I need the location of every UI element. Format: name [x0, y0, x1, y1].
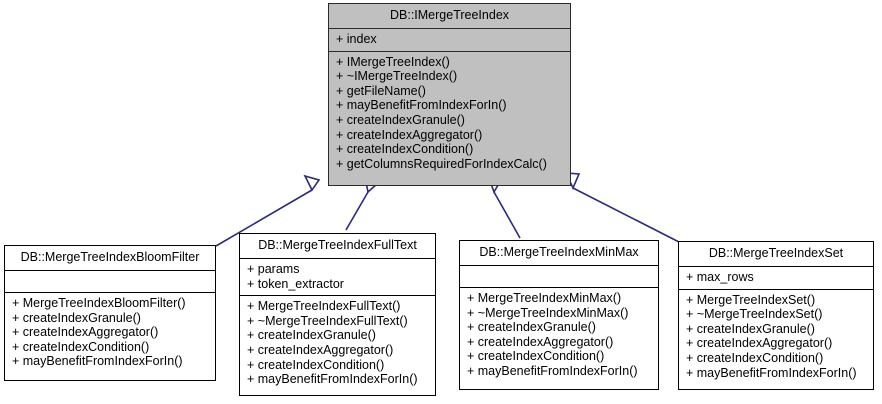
- operation-row: + createIndexCondition(): [336, 142, 474, 157]
- operation-row: + mayBenefitFromIndexForIn(): [12, 354, 183, 369]
- operation-row: + mayBenefitFromIndexForIn(): [686, 365, 857, 380]
- operation-row: + MergeTreeIndexMinMax(): [467, 291, 622, 305]
- class-operations-compartment: + IMergeTreeIndex() + ~IMergeTreeIndex()…: [329, 52, 570, 176]
- operation-row: + MergeTreeIndexBloomFilter(): [12, 296, 186, 310]
- operation-row: + createIndexAggregator(): [12, 325, 159, 340]
- operation-row: + IMergeTreeIndex(): [336, 54, 450, 69]
- class-box-mergetreeindexfulltext[interactable]: DB::MergeTreeIndexFullText + params + to…: [239, 233, 436, 396]
- edge-set-to-base: [572, 187, 680, 243]
- class-name-compartment: DB::MergeTreeIndexSet: [679, 242, 873, 267]
- operation-row: + ~IMergeTreeIndex(): [336, 69, 458, 84]
- operation-row: + createIndexAggregator(): [467, 334, 614, 349]
- operation-row: + createIndexCondition(): [686, 350, 824, 365]
- class-box-imergetreeindex[interactable]: DB::IMergeTreeIndex + index + IMergeTree…: [328, 3, 571, 186]
- edge-minmax-to-base: [493, 191, 521, 239]
- class-box-mergetreeindexbloomfilter[interactable]: DB::MergeTreeIndexBloomFilter + MergeTre…: [4, 245, 216, 381]
- class-operations-compartment: + MergeTreeIndexMinMax() + ~MergeTreeInd…: [460, 288, 658, 383]
- class-name: DB::MergeTreeIndexMinMax: [479, 245, 639, 259]
- class-box-mergetreeindexset[interactable]: DB::MergeTreeIndexSet + max_rows + Merge…: [678, 241, 874, 390]
- class-operations-compartment: + MergeTreeIndexBloomFilter() + createIn…: [5, 293, 215, 373]
- class-name: DB::MergeTreeIndexBloomFilter: [20, 250, 200, 264]
- class-box-mergetreeindexminmax[interactable]: DB::MergeTreeIndexMinMax + MergeTreeInde…: [459, 240, 659, 390]
- operation-row: + createIndexAggregator(): [247, 342, 394, 357]
- class-name: DB::MergeTreeIndexSet: [708, 246, 844, 260]
- operation-row: + ~MergeTreeIndexSet(): [686, 307, 823, 322]
- class-name: DB::IMergeTreeIndex: [389, 8, 510, 22]
- operation-row: + MergeTreeIndexSet(): [686, 292, 816, 307]
- operation-row: + createIndexGranule(): [12, 310, 141, 325]
- class-name: DB::MergeTreeIndexFullText: [258, 238, 417, 252]
- attribute-row: + token_extractor: [247, 276, 344, 291]
- edge-fulltext-to-base: [345, 191, 369, 231]
- operation-row: + mayBenefitFromIndexForIn(): [247, 372, 418, 387]
- class-name-compartment: DB::MergeTreeIndexBloomFilter: [5, 246, 215, 271]
- class-name-compartment: DB::MergeTreeIndexFullText: [240, 234, 435, 259]
- operation-row: + createIndexGranule(): [247, 328, 376, 343]
- class-attributes-compartment: + params + token_extractor: [240, 259, 435, 297]
- class-name-compartment: DB::IMergeTreeIndex: [329, 4, 570, 29]
- class-name-compartment: DB::MergeTreeIndexMinMax: [460, 241, 658, 266]
- operation-row: + createIndexCondition(): [247, 357, 385, 372]
- class-attributes-compartment: + max_rows: [679, 267, 873, 290]
- operation-row: + createIndexAggregator(): [336, 127, 483, 142]
- operation-row: + createIndexAggregator(): [686, 336, 833, 351]
- attribute-row: + max_rows: [686, 270, 754, 284]
- operation-row: + createIndexGranule(): [686, 321, 815, 336]
- class-attributes-compartment: [5, 271, 215, 293]
- arrowhead-bloomfilter: [303, 174, 321, 192]
- operation-row: + MergeTreeIndexFullText(): [247, 299, 401, 314]
- operation-row: + mayBenefitFromIndexForIn(): [467, 363, 638, 378]
- operation-row: + getColumnsRequiredForIndexCalc(): [336, 156, 547, 171]
- class-operations-compartment: + MergeTreeIndexFullText() + ~MergeTreeI…: [240, 296, 435, 391]
- attribute-row: + index: [336, 32, 377, 46]
- empty-attributes: [460, 269, 658, 283]
- operation-row: + createIndexCondition(): [467, 349, 605, 364]
- operation-row: + ~MergeTreeIndexFullText(): [247, 313, 408, 328]
- class-attributes-compartment: + index: [329, 29, 570, 52]
- operation-row: + createIndexGranule(): [336, 112, 465, 127]
- operation-row: + ~MergeTreeIndexMinMax(): [467, 305, 629, 320]
- operation-row: + createIndexCondition(): [12, 339, 150, 354]
- empty-attributes: [5, 274, 215, 288]
- class-attributes-compartment: [460, 266, 658, 288]
- operation-row: + getFileName(): [336, 83, 426, 98]
- operation-row: + mayBenefitFromIndexForIn(): [336, 98, 507, 113]
- operation-row: + createIndexGranule(): [467, 320, 596, 335]
- attribute-row: + params: [247, 262, 300, 276]
- class-operations-compartment: + MergeTreeIndexSet() + ~MergeTreeIndexS…: [679, 290, 873, 385]
